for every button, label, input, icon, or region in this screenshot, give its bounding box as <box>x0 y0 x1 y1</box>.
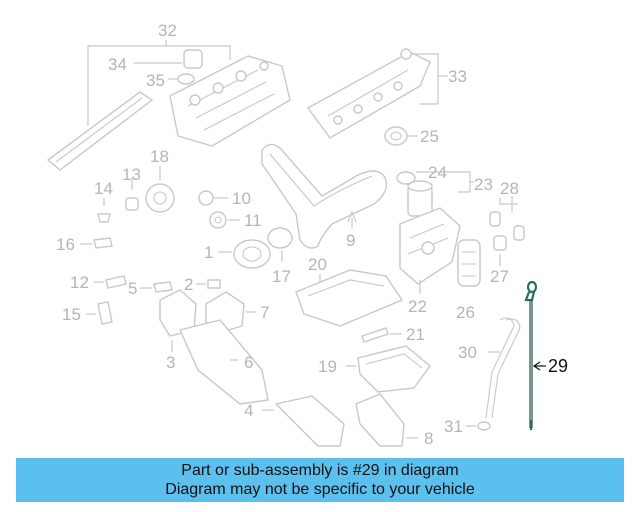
part-30-guide-tube <box>485 317 521 419</box>
callout-13: 13 <box>122 165 141 184</box>
callout-labels: 32 34 35 33 25 24 23 28 18 13 14 10 11 9… <box>56 21 568 448</box>
callout-16: 16 <box>56 235 75 254</box>
callout-26: 26 <box>456 303 475 322</box>
callout-25: 25 <box>420 127 439 146</box>
callout-3: 3 <box>166 353 175 372</box>
callout-27: 27 <box>490 267 509 286</box>
banner-line-disclaimer: Diagram may not be specific to your vehi… <box>165 481 475 498</box>
part-left-gasket <box>46 91 154 171</box>
callout-4: 4 <box>244 401 253 420</box>
callout-31: 31 <box>444 417 463 436</box>
callout-18: 18 <box>150 147 169 166</box>
callout-17: 17 <box>272 267 291 286</box>
part-14 <box>97 198 111 223</box>
part-13 <box>125 178 139 211</box>
callout-23: 23 <box>474 175 493 194</box>
callout-22: 22 <box>408 297 427 316</box>
part-20-oil-pan-upper <box>295 269 404 327</box>
callout-7: 7 <box>260 303 269 322</box>
callout-9: 9 <box>346 231 355 250</box>
part-8-bracket <box>355 393 418 447</box>
callout-34: 34 <box>108 55 127 74</box>
callout-35: 35 <box>146 71 165 90</box>
bracket-32 <box>87 40 231 126</box>
part-28-seals <box>489 196 525 266</box>
part-19-oil-pan <box>346 345 431 393</box>
callout-29[interactable]: 29 <box>548 356 568 376</box>
part-15 <box>86 301 113 325</box>
part-10 <box>198 190 228 206</box>
part-17 <box>267 227 293 262</box>
part-26 <box>457 239 481 287</box>
part-24-oil-filter <box>396 171 474 217</box>
callout-11: 11 <box>244 211 262 230</box>
part-9-timing-belt <box>261 143 388 249</box>
part-31-oring <box>466 421 491 431</box>
part-25 <box>384 126 418 146</box>
callout-8: 8 <box>424 429 433 448</box>
callout-24: 24 <box>428 163 447 182</box>
part-34-cap <box>134 49 203 69</box>
banner-line-part-info: Part or sub-assembly is #29 in diagram <box>181 462 459 479</box>
part-29-dipstick[interactable] <box>524 280 538 430</box>
part-12 <box>94 275 127 289</box>
callout-28: 28 <box>500 179 519 198</box>
callout-30: 30 <box>458 343 477 362</box>
part-21 <box>361 327 402 343</box>
callout-21: 21 <box>406 325 425 344</box>
callout-20: 20 <box>308 255 327 274</box>
callout-32: 32 <box>158 21 177 40</box>
part-1-pulley <box>218 239 271 269</box>
part-3-cover <box>159 289 197 352</box>
part-5 <box>140 281 173 293</box>
callout-6: 6 <box>244 353 253 372</box>
part-2 <box>196 279 221 289</box>
part-11 <box>209 211 240 229</box>
part-18-sprocket <box>145 166 175 213</box>
callout-19: 19 <box>318 357 337 376</box>
part-left-valve-cover <box>169 55 291 147</box>
part-16 <box>80 237 113 249</box>
info-banner: Part or sub-assembly is #29 in diagram D… <box>16 458 624 502</box>
part-6-cover <box>179 319 269 405</box>
callout-5: 5 <box>128 279 137 298</box>
part-right-valve-cover <box>306 48 448 139</box>
part-22-oil-pump <box>399 207 461 294</box>
callout-33: 33 <box>448 67 467 86</box>
part-4-bracket <box>262 395 345 447</box>
callout-10: 10 <box>232 189 251 208</box>
callout-2: 2 <box>184 275 193 294</box>
callout-12: 12 <box>70 273 89 292</box>
callout-1: 1 <box>204 243 213 262</box>
part-35-oring <box>168 73 195 85</box>
callout-14: 14 <box>94 179 113 198</box>
callout-15: 15 <box>62 305 81 324</box>
